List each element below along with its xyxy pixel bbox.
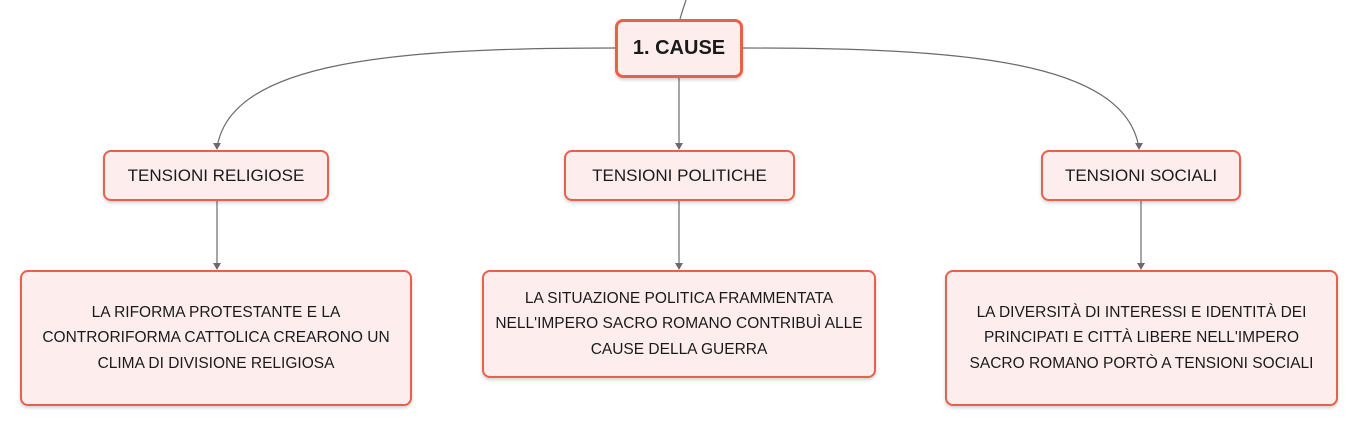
root-node-label: 1. CAUSE bbox=[632, 37, 726, 59]
detail-node-text: LA SITUAZIONE POLITICA FRAMMENTATA NELL'… bbox=[495, 289, 863, 358]
category-node-label: TENSIONI SOCIALI bbox=[1064, 165, 1218, 185]
arrowhead-religiose-detail bbox=[213, 263, 221, 270]
connector-root-incoming bbox=[679, 0, 687, 20]
detail-node-religiose[interactable]: LA RIFORMA PROTESTANTE E LA CONTRORIFORM… bbox=[20, 270, 412, 406]
category-node-label: TENSIONI RELIGIOSE bbox=[127, 165, 305, 185]
detail-node-politiche[interactable]: LA SITUAZIONE POLITICA FRAMMENTATA NELL'… bbox=[482, 270, 876, 378]
arrowhead-sociali-detail bbox=[1137, 263, 1145, 270]
category-node-tensioni-politiche[interactable]: TENSIONI POLITICHE bbox=[564, 150, 795, 201]
detail-node-sociali[interactable]: LA DIVERSITÀ DI INTERESSI E IDENTITÀ DEI… bbox=[945, 270, 1338, 406]
arrowhead-politiche bbox=[675, 143, 683, 150]
arrowhead-sociali bbox=[1135, 143, 1143, 150]
detail-node-text: LA RIFORMA PROTESTANTE E LA CONTRORIFORM… bbox=[42, 303, 390, 372]
arrowhead-religiose bbox=[213, 143, 221, 150]
connector-root-to-religiose bbox=[216, 47, 616, 149]
category-node-label: TENSIONI POLITICHE bbox=[592, 165, 767, 185]
detail-node-text: LA DIVERSITÀ DI INTERESSI E IDENTITÀ DEI… bbox=[969, 303, 1314, 372]
arrowhead-politiche-detail bbox=[675, 263, 683, 270]
category-node-tensioni-sociali[interactable]: TENSIONI SOCIALI bbox=[1041, 150, 1241, 201]
connector-root-to-sociali bbox=[742, 47, 1140, 149]
root-node-cause[interactable]: 1. CAUSE bbox=[615, 19, 743, 78]
category-node-tensioni-religiose[interactable]: TENSIONI RELIGIOSE bbox=[103, 150, 329, 201]
